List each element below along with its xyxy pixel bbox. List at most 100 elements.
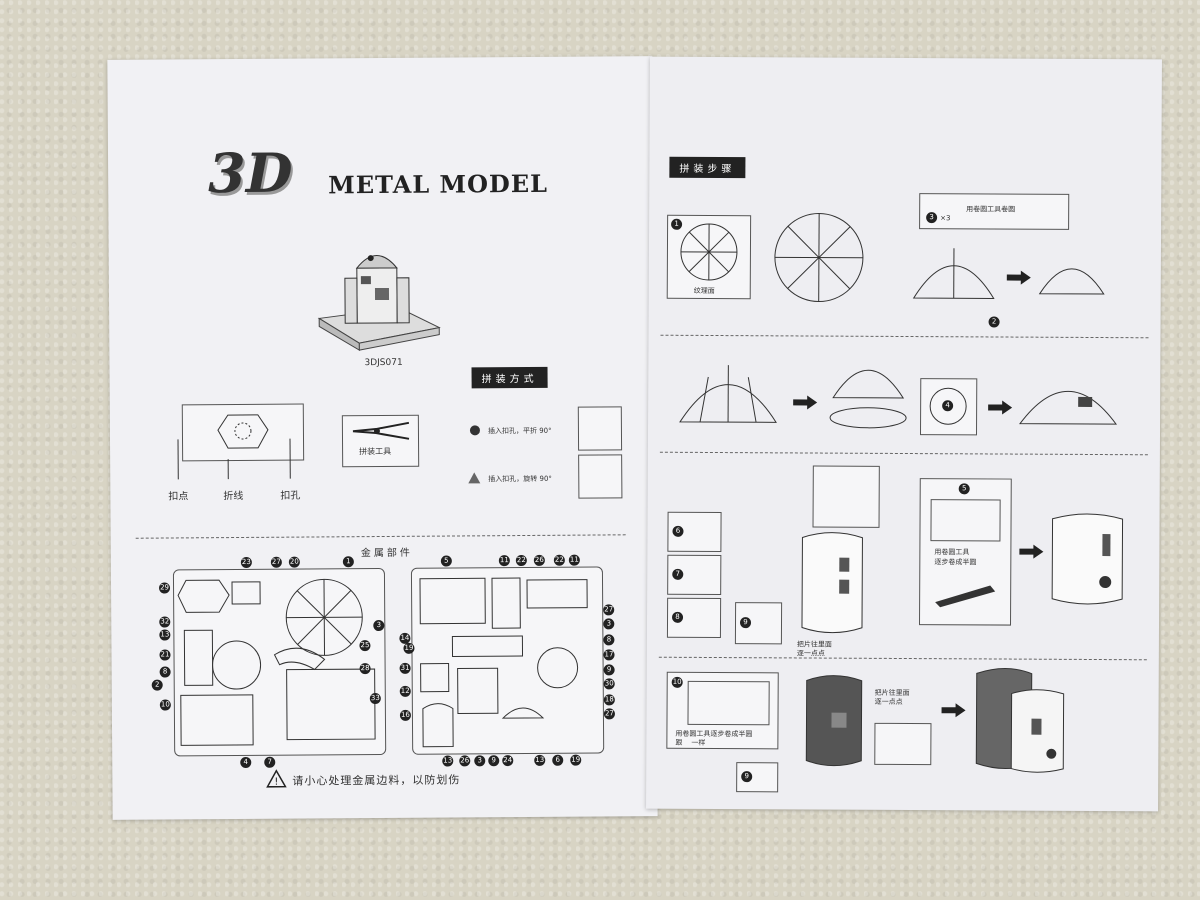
step5-caption-a: 用卷圆工具	[934, 548, 970, 557]
part-number-b: 13	[442, 755, 454, 767]
body-shell-icon	[805, 675, 863, 767]
metal-sheet-b	[410, 566, 605, 755]
part-number-a: 25	[359, 640, 371, 652]
pliers-icon	[352, 421, 410, 440]
droid-model-image	[317, 255, 441, 352]
step9-box: 9	[734, 602, 783, 645]
divider-2	[659, 451, 1148, 456]
part-number-b: 27	[603, 708, 615, 720]
step10-caption-b: 跟	[675, 738, 683, 747]
tool-box: 拼装工具	[341, 414, 420, 468]
part-number-b: 17	[603, 649, 615, 661]
step8-box: 8	[666, 597, 722, 639]
step10-flat-panel	[687, 680, 770, 726]
step10-caption-c: 一样	[691, 738, 706, 747]
step4-box: 4	[919, 378, 978, 436]
sheet-b-parts	[419, 577, 588, 748]
assembly-method-label: 拼装方式	[471, 366, 548, 389]
step5-caption-b: 逐步卷成半圆	[934, 558, 977, 567]
ring-part-icon	[929, 387, 967, 425]
part-number-b: 9	[603, 664, 615, 676]
part-number-b: 8	[603, 634, 615, 646]
part-number-b: 30	[603, 678, 615, 690]
curved-panel-icon	[1051, 513, 1124, 605]
arrow-icon	[1006, 270, 1031, 285]
tab-diagram-icon	[217, 414, 269, 449]
part-number-a: 33	[369, 693, 381, 705]
tool-label: 拼装工具	[359, 446, 392, 457]
part-number-a: 13	[159, 629, 171, 641]
part-number-b: 3	[474, 755, 486, 767]
warning-icon: !	[266, 769, 287, 788]
divider-3	[658, 656, 1147, 661]
dome-ring-icon	[829, 370, 907, 429]
part-number-b: 11	[498, 555, 510, 567]
part-number-b: 6	[552, 754, 564, 766]
part-number-b: 3	[603, 618, 615, 630]
part-number-a: 2	[151, 679, 163, 691]
step-number-2: 2	[988, 316, 1000, 328]
step-number-9: 9	[739, 617, 752, 629]
part-number-b: 18	[603, 694, 615, 706]
step5-box: 5 用卷圆工具 逐步卷成半圆	[918, 478, 1012, 626]
logo-metal-model: METAL MODEL	[328, 168, 549, 200]
step-number-8: 8	[672, 611, 684, 623]
part-number-a: 32	[159, 616, 171, 628]
part-number-b: 26	[533, 554, 545, 566]
arrow-icon	[1019, 544, 1044, 559]
dome-forming-icon	[912, 248, 995, 299]
arrow-icon	[988, 400, 1013, 415]
step-number-5: 5	[958, 483, 970, 495]
part-number-b: 13	[534, 754, 546, 766]
step9b-box: 9	[736, 762, 779, 793]
step7-box: 7	[667, 554, 722, 596]
metal-sheet-a	[172, 567, 387, 757]
step10-box: 10 用卷圆工具逐步卷成半圆 跟 一样	[666, 671, 779, 750]
step3-multiplier: ×3	[940, 214, 951, 223]
round-dome-piece-icon	[774, 213, 864, 303]
part-number-a: 1	[342, 556, 354, 568]
step-number-7: 7	[672, 568, 684, 580]
part-number-a: 20	[288, 556, 300, 568]
slot-hole-label: 扣孔	[280, 490, 301, 502]
finished-dome-icon	[1038, 268, 1105, 295]
parts-heading: 金属部件	[360, 547, 413, 560]
step6-box: 6	[667, 511, 722, 553]
tab-diagram-box	[181, 403, 305, 462]
steps-label: 拼装步骤	[669, 156, 746, 179]
rotate-diagram	[578, 454, 623, 499]
model-code: 3DJS071	[364, 357, 403, 369]
step10-detail-box	[874, 722, 932, 766]
detail-zoom-box	[812, 465, 880, 528]
arrow-icon	[793, 395, 818, 410]
svg-text:!: !	[274, 777, 278, 788]
triangle-marker-icon	[468, 472, 481, 484]
triangle-instruction: 插入扣孔，旋转 90°	[488, 474, 552, 484]
step-number-10: 10	[671, 676, 683, 688]
step-number-1: 1	[671, 218, 683, 230]
circle-marker-icon	[469, 425, 480, 436]
part-number-a: 23	[240, 556, 252, 568]
part-number-b: 16	[399, 709, 411, 721]
rolling-tool-icon	[935, 585, 996, 608]
step3-caption: 用卷圆工具卷圆	[966, 205, 1016, 214]
instruction-left-page: 3D METAL MODEL 3DJS071 拼装方式 扣点 折线 扣孔 拼装工	[107, 56, 658, 820]
part-number-b: 26	[459, 755, 471, 767]
tab-point-label: 扣点	[168, 491, 189, 503]
part-number-a: 7	[264, 756, 276, 768]
step-number-3: 3	[926, 212, 938, 224]
part-number-a: 3	[373, 619, 385, 632]
part-number-a: 21	[159, 649, 171, 661]
completed-dome-icon	[1019, 390, 1118, 425]
dome-segments-icon	[679, 365, 777, 423]
step-number-9b: 9	[741, 771, 753, 783]
part-number-a: 27	[270, 556, 282, 568]
part-number-a: 4	[240, 756, 252, 769]
sheet-a-parts	[177, 578, 376, 746]
part-number-b: 31	[399, 662, 411, 674]
part-number-b: 19	[403, 642, 415, 654]
cylinder-body-icon	[801, 532, 863, 634]
step5-flat-panel	[930, 499, 1001, 542]
divider-1	[660, 334, 1149, 339]
part-number-b: 22	[515, 554, 527, 567]
